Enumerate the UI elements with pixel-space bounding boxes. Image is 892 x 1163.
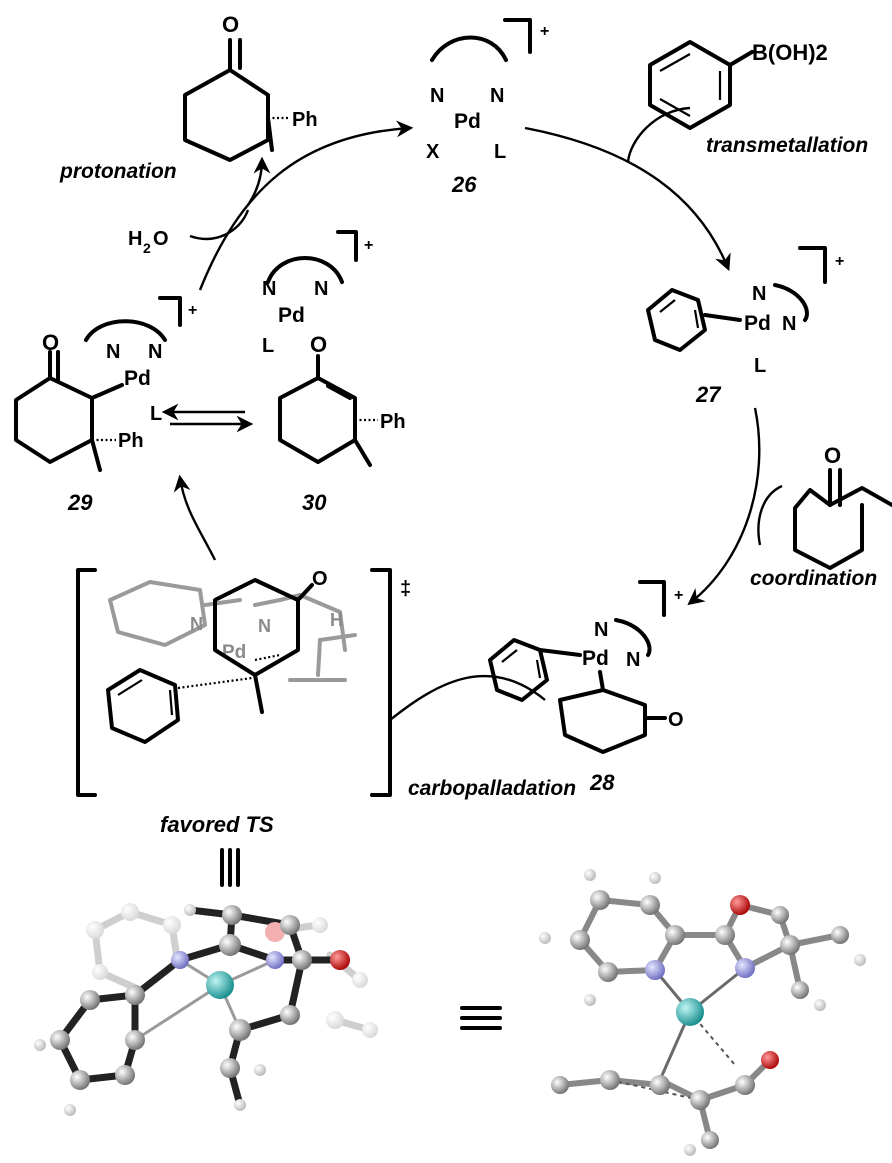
- c26-x: X: [426, 141, 440, 163]
- c29-o: O: [42, 330, 59, 355]
- phenylboronic-acid: B(OH)2: [648, 40, 828, 130]
- c26-n2: N: [490, 85, 504, 107]
- enone-o-label: O: [824, 443, 841, 468]
- c27-l: L: [754, 355, 766, 377]
- c30-plus: +: [364, 237, 373, 254]
- complex-29: O Pd N N L + Ph 29: [14, 296, 197, 515]
- ketone-o-label: O: [222, 12, 239, 37]
- c26-n1: N: [430, 85, 444, 107]
- ts-n2: N: [258, 616, 271, 636]
- boronic-acid-label: B(OH)2: [752, 40, 828, 65]
- c29-ph: Ph: [118, 430, 144, 452]
- c30-pd: Pd: [278, 304, 305, 327]
- step-label-carbopalladation: carbopalladation: [408, 777, 576, 800]
- c28-n1: N: [594, 619, 608, 641]
- ts-3d-model-front-view: [34, 903, 378, 1116]
- ketone-ph-label: Ph: [292, 109, 318, 131]
- c30-ph: Ph: [380, 411, 406, 433]
- c29-n1: N: [106, 341, 120, 363]
- ts-3d-model-side-view: [539, 869, 866, 1156]
- equilibrium-arrows: [161, 403, 254, 433]
- step-label-protonation: protonation: [59, 160, 177, 183]
- water-h: H: [128, 228, 142, 250]
- c26-plus: +: [540, 23, 549, 40]
- complex-28: Pd N N + O 28: [488, 580, 684, 795]
- c26-l: L: [494, 141, 506, 163]
- transition-state-drawing: ‡ N N Pd H O: [76, 568, 411, 797]
- c29-l: L: [150, 403, 162, 425]
- compound-29-label: 29: [67, 490, 93, 515]
- c29-plus: +: [188, 302, 197, 319]
- c29-pd: Pd: [124, 367, 151, 390]
- ts-dagger: ‡: [400, 578, 411, 600]
- c30-o: O: [310, 332, 327, 357]
- step-label-coordination: coordination: [750, 567, 877, 590]
- ts-n1: N: [190, 614, 203, 634]
- step-label-transmetallation: transmetallation: [706, 134, 868, 157]
- complex-27: Pd N N L + 27: [646, 246, 844, 407]
- c30-n1: N: [262, 278, 276, 300]
- c28-n2: N: [626, 649, 640, 671]
- cycle-arrows: [173, 106, 783, 721]
- c30-l: L: [262, 335, 274, 357]
- water-o: O: [153, 228, 169, 250]
- ts-h: H: [330, 610, 343, 630]
- compound-28-label: 28: [589, 770, 615, 795]
- c27-n1: N: [752, 283, 766, 305]
- enone-reagent: O: [793, 443, 892, 570]
- c26-pd: Pd: [454, 110, 481, 133]
- compound-26-label: 26: [451, 172, 477, 197]
- c28-o: O: [668, 709, 684, 731]
- c27-n2: N: [782, 313, 796, 335]
- c27-pd: Pd: [744, 312, 771, 335]
- compound-27-label: 27: [695, 382, 722, 407]
- identity-horizontal: [460, 1006, 502, 1030]
- c29-n2: N: [148, 341, 162, 363]
- water-sub: 2: [143, 240, 151, 256]
- complex-30: + N N Pd L O Ph 30: [262, 230, 406, 515]
- identity-vertical: [220, 848, 240, 887]
- compound-30-label: 30: [302, 490, 327, 515]
- complex-26: + N N Pd X L 26: [426, 18, 549, 197]
- water-reagent: H 2 O: [128, 228, 169, 256]
- ts-o: O: [312, 568, 328, 590]
- c30-n2: N: [314, 278, 328, 300]
- c28-pd: Pd: [582, 647, 609, 670]
- c28-plus: +: [674, 587, 683, 604]
- favored-ts-label: favored TS: [160, 812, 274, 837]
- c27-plus: +: [835, 253, 844, 270]
- product-ketone: O Ph: [183, 12, 318, 162]
